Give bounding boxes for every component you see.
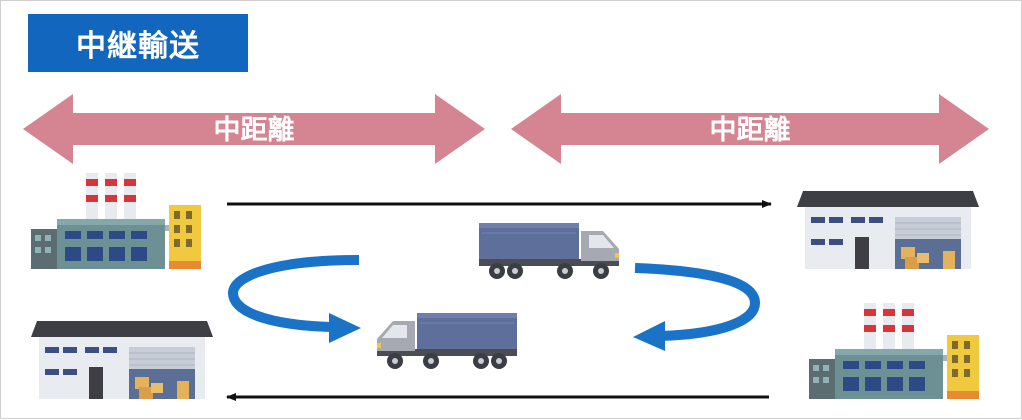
truck-icon-eastbound <box>478 222 620 280</box>
warehouse-icon-origin <box>30 320 214 400</box>
distance-label-right: 中距離 <box>710 114 791 146</box>
factory-icon-destination <box>809 303 979 399</box>
diagram-title: 中継輸送 <box>28 14 248 72</box>
truck-icon-westbound <box>376 312 518 370</box>
cycle-arrow-icon-right <box>633 263 761 351</box>
distance-label-left: 中距離 <box>214 114 295 146</box>
factory-icon-origin <box>31 173 201 269</box>
warehouse-icon-destination <box>796 190 980 270</box>
distance-arrow-right: 中距離 <box>511 94 989 164</box>
distance-arrow-left: 中距離 <box>23 94 485 164</box>
cycle-arrow-icon-left <box>227 255 361 343</box>
